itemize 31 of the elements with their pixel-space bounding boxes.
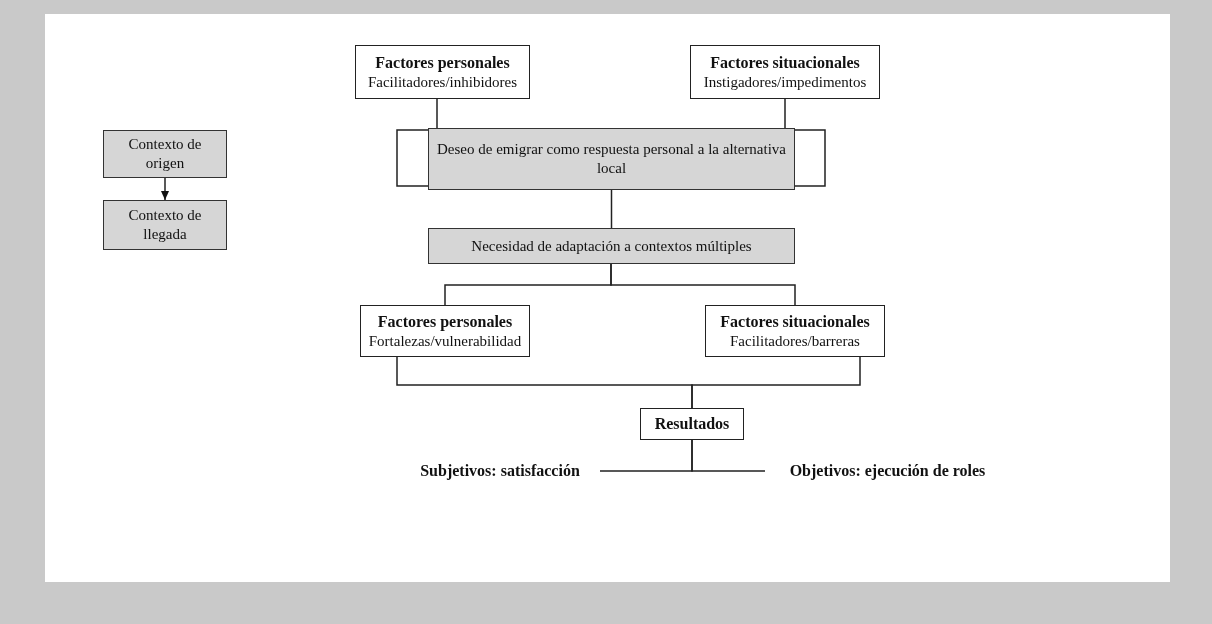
connector-line: [610, 263, 796, 306]
process-box: [428, 228, 795, 264]
process-box: [705, 305, 885, 357]
process-box: [360, 305, 530, 357]
box-text: Contexto de llegada: [127, 206, 203, 244]
process-box: [103, 200, 227, 250]
box-text: Fortalezas/vulnerabilidad: [367, 331, 523, 351]
outcome-label: Subjetivos: satisfacción: [420, 461, 580, 481]
box-heading: Factores personales: [375, 52, 510, 73]
box-heading: Factores situacionales: [710, 52, 860, 73]
process-box: [428, 128, 795, 190]
process-box: [355, 45, 530, 99]
box-heading: Factores situacionales: [720, 311, 870, 332]
box-text: Necesidad de adaptación a contextos múltiples: [470, 236, 753, 256]
box-text: Instigadores/impedimentos: [702, 72, 868, 92]
connector-line: [784, 98, 826, 187]
box-text: Facilitadores/inhibidores: [366, 72, 519, 92]
box-text: Contexto de origen: [127, 135, 203, 173]
outcome-label: Objetivos: ejecución de roles: [789, 461, 986, 481]
arrow: [161, 177, 169, 201]
connector-line: [610, 189, 613, 229]
connector-line: [396, 98, 438, 187]
process-box: [690, 45, 880, 99]
process-box: [103, 130, 227, 178]
connector-line: [691, 439, 766, 472]
box-heading: Factores personales: [377, 311, 513, 332]
process-box: [640, 408, 744, 440]
box-text: Resultados: [654, 414, 730, 434]
box-text: Facilitadores/barreras: [729, 331, 861, 351]
box-text: Deseo de emigrar como respuesta personal a la alternativa local: [436, 140, 787, 178]
connector-line: [691, 356, 861, 409]
